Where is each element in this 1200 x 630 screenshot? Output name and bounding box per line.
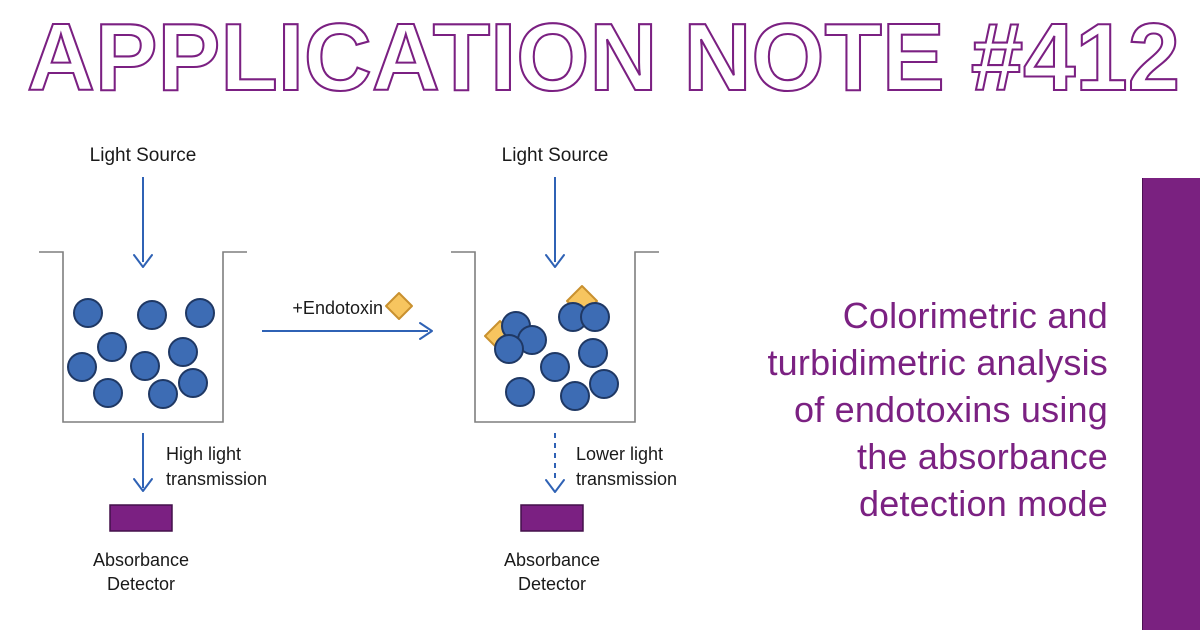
protein-particle (93, 378, 123, 408)
detector-label-left-line1: Absorbance (93, 550, 189, 570)
protein-particle (73, 298, 103, 328)
protein-particles-left (67, 298, 215, 409)
endotoxin-diagram: Light Source High light transmission Abs… (39, 145, 677, 594)
protein-particle (168, 337, 198, 367)
caption-line: the absorbance (857, 436, 1108, 477)
transition-arrow (262, 322, 433, 340)
title-banner: APPLICATION NOTE #412 (26, 3, 1181, 112)
transmission-arrow-left (133, 433, 153, 492)
protein-particle (137, 300, 167, 330)
detector-label-right-line1: Absorbance (504, 550, 600, 570)
transmission-label-left-line2: transmission (166, 469, 267, 489)
transmission-arrow-right-dashed (545, 433, 565, 493)
light-source-label-left: Light Source (90, 145, 197, 166)
cuvette-outline-right (451, 251, 659, 423)
caption: Colorimetric and turbidimetric analysis … (628, 292, 1108, 527)
transmission-label-right-line2: transmission (576, 469, 677, 489)
protein-particle (67, 352, 97, 382)
protein-particle (148, 379, 178, 409)
transmission-label-left-line1: High light (166, 444, 241, 464)
protein-particle (130, 351, 160, 381)
protein-particle (494, 334, 524, 364)
detector-label-right-line2: Detector (518, 574, 586, 594)
caption-line: of endotoxins using (793, 389, 1108, 430)
absorbance-detector-left (109, 504, 173, 532)
protein-particle (97, 332, 127, 362)
protein-particle (580, 302, 610, 332)
protein-particle (505, 377, 535, 407)
light-arrow-left (133, 177, 153, 268)
right-cuvette-panel: Light Source Lower light transmission Ab… (451, 145, 677, 594)
protein-particle (540, 352, 570, 382)
endotoxin-marker (385, 292, 413, 320)
light-arrow-right (545, 177, 565, 268)
caption-line: detection mode (859, 483, 1108, 524)
endotoxin-label: +Endotoxin (292, 298, 383, 318)
page-title: APPLICATION NOTE #412 (27, 4, 1180, 111)
caption-line: Colorimetric and (842, 295, 1108, 336)
protein-particle (578, 338, 608, 368)
protein-particle (560, 381, 590, 411)
detector-label-left-line2: Detector (107, 574, 175, 594)
purple-side-bar (1142, 178, 1200, 630)
endotoxin-transition: +Endotoxin (262, 292, 433, 340)
left-cuvette-panel: Light Source High light transmission Abs… (39, 145, 267, 594)
cuvette-outline-left (39, 251, 247, 423)
protein-particle (178, 368, 208, 398)
endotoxin-diamond (385, 292, 413, 320)
protein-particles-right (494, 302, 619, 411)
light-source-label-right: Light Source (502, 145, 609, 166)
protein-particle (185, 298, 215, 328)
transmission-label-right-line1: Lower light (576, 444, 663, 464)
absorbance-detector-right (520, 504, 584, 532)
protein-particle (589, 369, 619, 399)
caption-line: turbidimetric analysis (767, 342, 1108, 383)
